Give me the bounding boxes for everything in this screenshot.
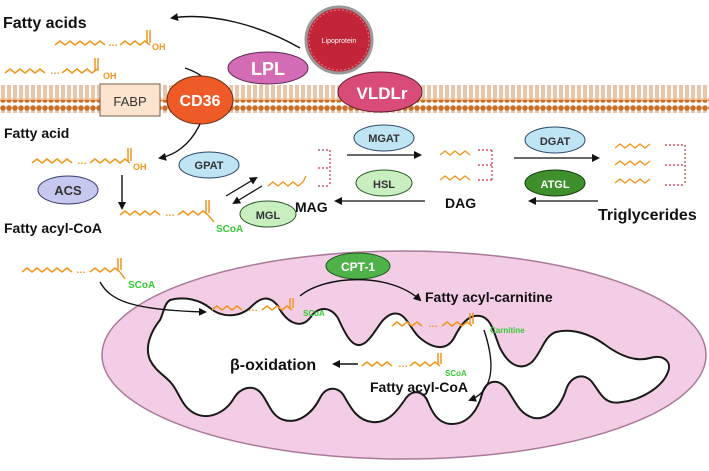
- dag-molecule: [439, 149, 493, 181]
- beta-oxidation-label: β-oxidation: [230, 357, 316, 374]
- mgl-enzyme: [239, 200, 297, 228]
- gpat-enzyme: [178, 151, 240, 179]
- fatty-acid-label: Fatty acid: [4, 125, 69, 141]
- mag-label: MAG: [295, 199, 328, 215]
- cd36-to-fatty-acid-arrow: [158, 123, 201, 161]
- gpat-label: GPAT: [195, 160, 224, 172]
- triglyceride-molecule: [614, 143, 686, 186]
- fatty-acyl-coa-mito-label: Fatty acyl-CoA: [370, 379, 468, 395]
- mgat-enzyme: [353, 124, 415, 152]
- svg-text:…: …: [428, 319, 438, 330]
- svg-text:…: …: [165, 208, 175, 219]
- dgat-label: DGAT: [540, 136, 571, 148]
- fatty-acids-label: Fatty acids: [3, 15, 87, 32]
- fatty-acyl-coa-label: Fatty acyl-CoA: [4, 220, 102, 236]
- hsl-label: HSL: [373, 179, 395, 191]
- scoa-label-3: SCoA: [303, 309, 325, 318]
- acyl-coa-to-mito-arrow: [99, 281, 207, 316]
- svg-text:…: …: [108, 38, 118, 49]
- cd36-label: CD36: [180, 93, 221, 110]
- fatty-acid-chain-2: …: [4, 58, 99, 77]
- mag-molecule: [267, 149, 331, 187]
- lpl-protein: [227, 51, 309, 85]
- carnitine-to-acyl-coa-arrow: [468, 329, 492, 402]
- fatty-acid-chain-1: …: [54, 30, 151, 49]
- svg-text:…: …: [248, 303, 258, 314]
- mgl-label: MGL: [256, 210, 281, 222]
- atgl-label: ATGL: [540, 179, 569, 191]
- scoa-label-2: SCoA: [128, 280, 155, 291]
- dgat-enzyme: [524, 126, 586, 154]
- atgl-enzyme: [524, 169, 586, 197]
- triglycerides-label: Triglycerides: [598, 207, 697, 224]
- svg-text:…: …: [77, 156, 87, 167]
- fatty-acyl-coa-chain-3: …: [211, 298, 294, 314]
- acs-enzyme: [37, 175, 99, 205]
- mgl-arrow: [232, 185, 263, 205]
- fatty-acyl-carnitine-chain: …: [391, 313, 474, 330]
- fatty-acyl-coa-chain-2: …: [21, 258, 126, 280]
- fatty-acid-chain-3: …: [31, 148, 132, 167]
- vldlr-receptor: [337, 71, 423, 113]
- cpt1-label: CPT-1: [341, 260, 375, 274]
- oh-label-2: OH: [103, 71, 117, 81]
- svg-text:…: …: [76, 265, 86, 276]
- svg-text:…: …: [50, 66, 60, 77]
- oh-label-1: OH: [152, 42, 166, 52]
- fabp-label: FABP: [113, 94, 146, 109]
- svg-text:…: …: [398, 359, 408, 370]
- dag-label: DAG: [445, 195, 476, 211]
- lpl-label: LPL: [251, 59, 285, 79]
- gpat-arrow: [225, 176, 258, 197]
- acs-label: ACS: [54, 183, 82, 198]
- carnitine-label: Carnitine: [490, 326, 525, 335]
- cpt1-reaction-arrow: [299, 278, 422, 302]
- scoa-label-4: SCoA: [445, 369, 467, 378]
- vldlr-label: VLDLr: [357, 84, 408, 103]
- lpl-to-fatty-acids-arrow: [170, 13, 301, 49]
- fabp-protein: [99, 83, 161, 117]
- hsl-enzyme: [355, 169, 413, 197]
- fatty-acyl-coa-chain-1: …: [119, 200, 215, 223]
- mitochondrion-cristae: [146, 297, 670, 426]
- mgat-label: MGAT: [368, 133, 400, 145]
- fatty-acyl-coa-chain-4: …: [361, 353, 442, 370]
- fatty-acyl-carnitine-label: Fatty acyl-carnitine: [425, 289, 553, 305]
- scoa-label-1: SCoA: [216, 224, 243, 235]
- oh-label-3: OH: [133, 162, 147, 172]
- lipoprotein-label: Lipoprotein: [322, 38, 357, 45]
- lipoprotein-particle: [304, 5, 374, 75]
